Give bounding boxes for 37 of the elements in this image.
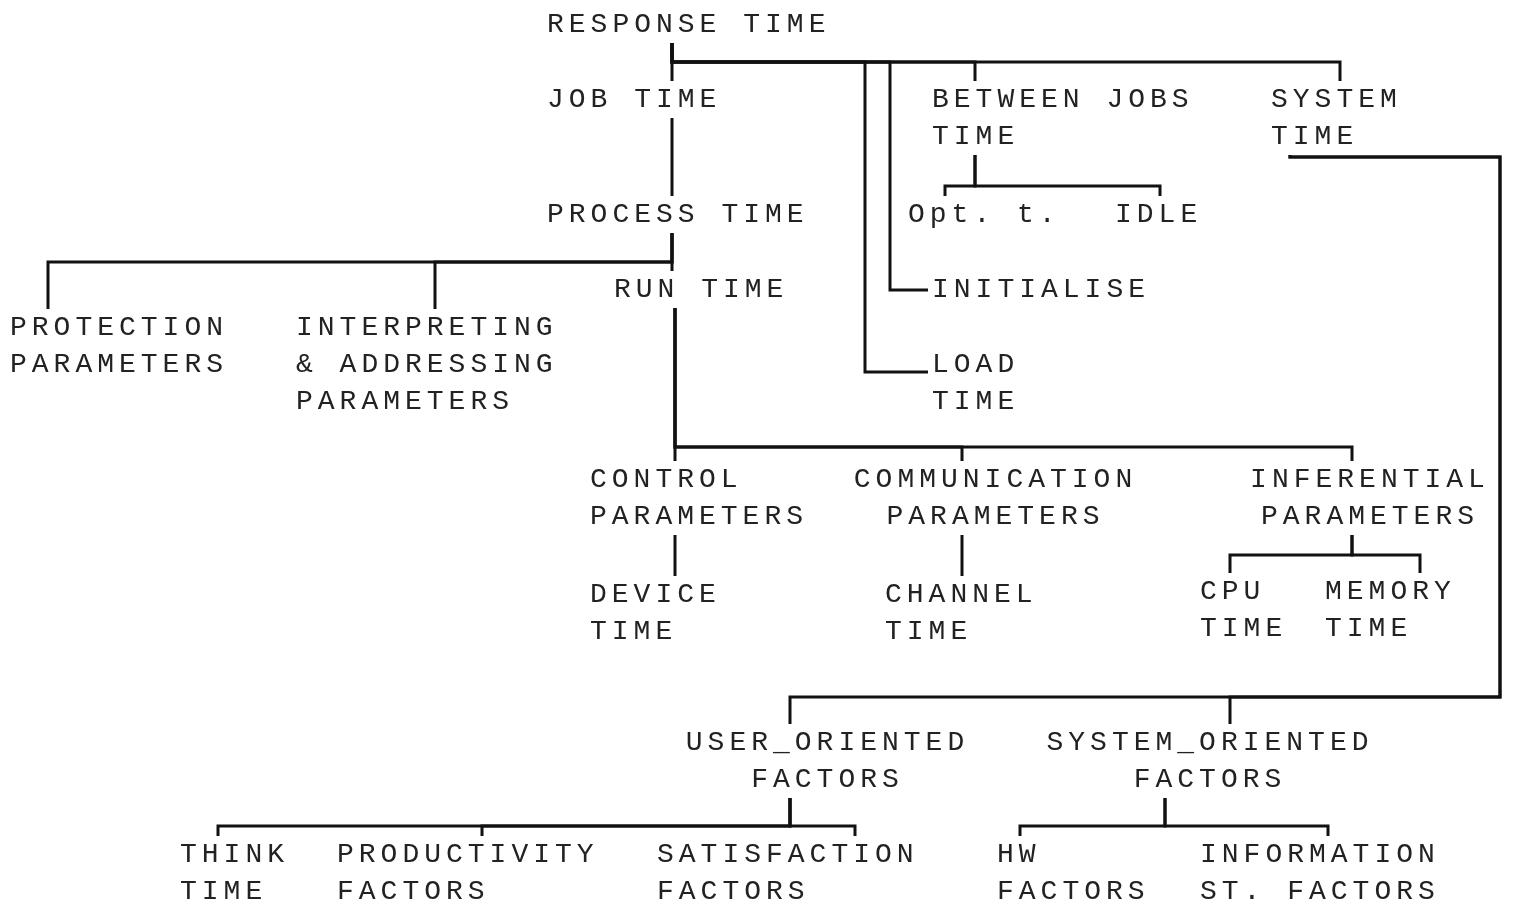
- connector-line: [1228, 153, 1502, 724]
- node-label: CPU TIME: [1200, 575, 1289, 646]
- connector-line: [973, 155, 1162, 196]
- connector-line: [1350, 535, 1422, 573]
- connector-line: [670, 233, 674, 271]
- node-label: INTERPRETING & ADDRESSING PARAMETERS: [296, 311, 559, 419]
- node-label: PROCESS TIME: [547, 198, 810, 232]
- connector-line: [670, 118, 674, 196]
- node-label: INFERENTIAL PARAMETERS: [1249, 463, 1491, 534]
- node-label: MEMORY TIME: [1325, 575, 1457, 646]
- node-label: IDLE: [1115, 198, 1204, 232]
- node-label: CONTROL PARAMETERS: [590, 463, 810, 534]
- node-label: PROTECTION PARAMETERS: [10, 311, 230, 382]
- node-label: PRODUCTIVITY FACTORS: [337, 838, 600, 909]
- node-label: THINK TIME: [180, 838, 290, 909]
- node-label: HW FACTORS: [997, 838, 1151, 909]
- node-label: RUN TIME: [614, 273, 790, 307]
- node-label: SATISFACTION FACTORS: [657, 838, 920, 909]
- node-label: COMMUNICATION PARAMETERS: [852, 463, 1139, 534]
- node-label: USER_ORIENTED FACTORS: [684, 726, 971, 797]
- node-label: SYSTEM_ORIENTED FACTORS: [1045, 726, 1375, 797]
- node-label: CHANNEL TIME: [885, 578, 1039, 649]
- node-label: DEVICE TIME: [590, 578, 722, 649]
- node-label: BETWEEN JOBS TIME: [932, 83, 1195, 154]
- node-label: Opt. t.: [908, 198, 1062, 232]
- connector-line: [673, 308, 1354, 461]
- connector-line: [960, 535, 964, 576]
- node-label: JOB TIME: [547, 83, 723, 117]
- node-label: INFORMATION ST. FACTORS: [1200, 838, 1441, 909]
- node-label: RESPONSE TIME: [547, 8, 832, 42]
- connector-line: [1163, 798, 1330, 836]
- connector-line: [788, 798, 857, 836]
- node-label: LOAD TIME: [932, 348, 1021, 419]
- connector-line: [670, 43, 928, 374]
- node-label: SYSTEM TIME: [1271, 83, 1403, 154]
- node-label: INITIALISE: [932, 273, 1152, 307]
- connector-line: [673, 535, 677, 576]
